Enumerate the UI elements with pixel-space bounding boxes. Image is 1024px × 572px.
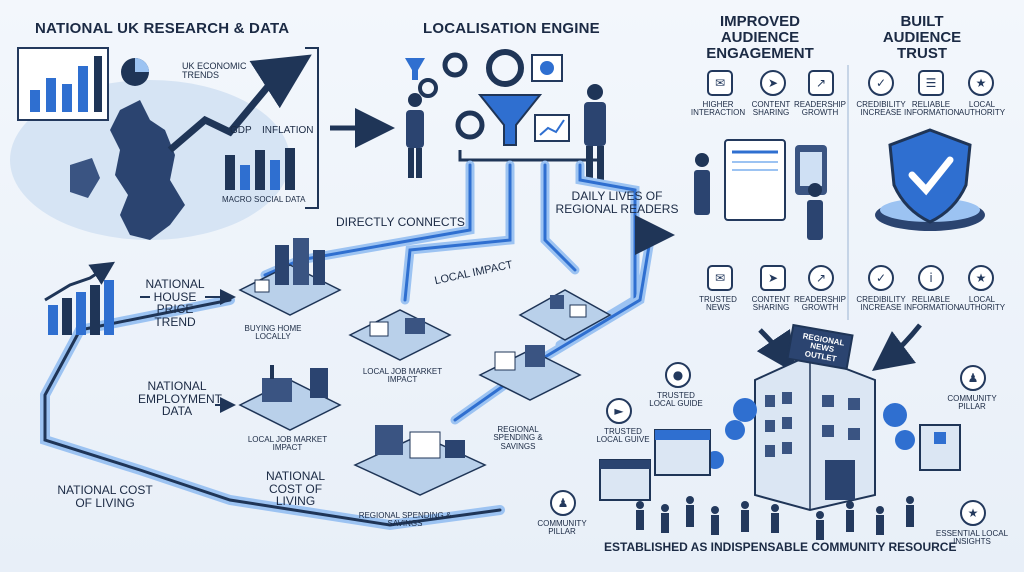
trust-label-1: CREDIBILITY INCREASE xyxy=(856,100,906,118)
tile-town-center xyxy=(478,345,582,401)
regional-news-building xyxy=(754,323,876,512)
community-shops xyxy=(599,424,961,501)
daily-lives-label: DAILY LIVES OF REGIONAL READERS xyxy=(555,189,679,216)
cost-living-left-label: NATIONAL COST OF LIVING xyxy=(57,483,153,510)
cost-living-center-label: NATIONAL COST OF LIVING xyxy=(265,469,326,509)
engagement-label-1: HIGHER INTERACTION xyxy=(690,100,746,118)
house-price-chart xyxy=(44,261,116,335)
buying-home-label: BUYING HOME LOCALLY xyxy=(244,324,302,342)
tile-village-north xyxy=(518,289,612,341)
data-flow-lines xyxy=(40,160,655,531)
engagement-label-3: READERSHIP GROWTH xyxy=(793,100,846,118)
engine-pie-board xyxy=(531,54,563,82)
inflation-label: INFLATION xyxy=(262,125,314,136)
engagement-title: IMPROVED AUDIENCE ENGAGEMENT xyxy=(706,13,814,62)
macro-bar-chart xyxy=(225,148,295,190)
engagement-label-4: TRUSTED NEWS xyxy=(699,295,737,313)
engine-analyst-man xyxy=(584,84,606,180)
trust-title: BUILT AUDIENCE TRUST xyxy=(882,13,962,62)
research-title: NATIONAL UK RESEARCH & DATA xyxy=(35,20,290,37)
trusted-guide-label-2: TRUSTED LOCAL GUIVE xyxy=(596,427,650,445)
research-trend-arrow xyxy=(167,54,312,153)
engine-funnel xyxy=(477,94,543,146)
info-icon: i xyxy=(918,265,944,291)
job-market-label-2: LOCAL JOB MARKET IMPACT xyxy=(247,435,328,453)
engine-line-board xyxy=(534,114,570,142)
community-people xyxy=(636,496,914,540)
community-group-icon: ♟ xyxy=(960,365,986,391)
job-market-label-1: LOCAL JOB MARKET IMPACT xyxy=(362,367,443,385)
share-box-icon: ➤ xyxy=(760,265,786,291)
award-icon-2: ★ xyxy=(968,265,994,291)
tile-shopping xyxy=(353,425,487,496)
engagement-label-5: CONTENT SHARING xyxy=(751,295,791,313)
award-icon: ★ xyxy=(968,70,994,96)
gdp-label: GDP xyxy=(230,125,252,136)
essential-insights-label: ESSENTIAL LOCAL INSIGHTS xyxy=(935,529,1009,547)
trust-label-5: RELIABLE INFORMATION xyxy=(904,295,960,313)
engine-title: LOCALISATION ENGINE xyxy=(423,20,600,37)
trusted-guide-label-1: TRUSTED LOCAL GUIDE xyxy=(649,391,703,409)
tile-factory xyxy=(238,365,342,431)
person-icon: ♟ xyxy=(550,490,576,516)
engine-gears xyxy=(418,49,524,140)
trust-label-4: CREDIBILITY INCREASE xyxy=(856,295,906,313)
growth-circle-icon: ↗ xyxy=(808,265,834,291)
small-funnel-icon xyxy=(405,58,425,80)
house-price-label: NATIONAL HOUSE PRICE TREND xyxy=(145,277,205,329)
trust-shield xyxy=(875,128,985,231)
spending-label-1: REGIONAL SPENDING & SAVINGS xyxy=(493,425,543,451)
shield-check-icon: ✓ xyxy=(868,70,894,96)
chat-icon: ✉ xyxy=(707,70,733,96)
engagement-label-2: CONTENT SHARING xyxy=(751,100,791,118)
shield-check-icon-2: ✓ xyxy=(868,265,894,291)
trust-label-6: LOCAL AUTHORITY xyxy=(958,295,1006,313)
employment-data-label: NATIONAL EMPLOYMENT DATA xyxy=(138,379,223,419)
community-trees xyxy=(706,398,915,469)
spending-label-2: REGIONAL SPENDING & SAVINGS xyxy=(358,511,452,529)
share-icon: ➤ xyxy=(760,70,786,96)
engagement-readers-illustration xyxy=(694,139,827,240)
document-icon: ☰ xyxy=(918,70,944,96)
macro-social-label: MACRO SOCIAL DATA xyxy=(222,195,306,204)
trust-label-2: RELIABLE INFORMATION xyxy=(904,100,960,118)
footer-tagline: ESTABLISHED AS INDISPENSABLE COMMUNITY R… xyxy=(604,540,957,554)
lightbulb-icon: ★ xyxy=(960,500,986,526)
community-pillar-left: COMMUNITY PILLAR xyxy=(537,519,587,537)
research-bar-chart xyxy=(17,47,109,121)
news-chat-icon: ✉ xyxy=(707,265,733,291)
trust-label-3: LOCAL AUTHORITY xyxy=(958,100,1006,118)
community-pillar-right: COMMUNITY PILLAR xyxy=(947,394,997,412)
growth-chart-icon: ↗ xyxy=(808,70,834,96)
location-pin-icon: ● xyxy=(665,362,691,388)
engagement-label-6: READERSHIP GROWTH xyxy=(793,295,846,313)
tile-housing xyxy=(238,238,342,316)
engine-analyst-woman xyxy=(406,93,424,178)
megaphone-icon: ► xyxy=(606,398,632,424)
directly-connects-label: DIRECTLY CONNECTS xyxy=(336,215,465,229)
research-pie-chart xyxy=(121,58,149,86)
tile-local-village xyxy=(348,309,452,361)
economic-trends-label: UK ECONOMIC TRENDS xyxy=(182,61,247,81)
